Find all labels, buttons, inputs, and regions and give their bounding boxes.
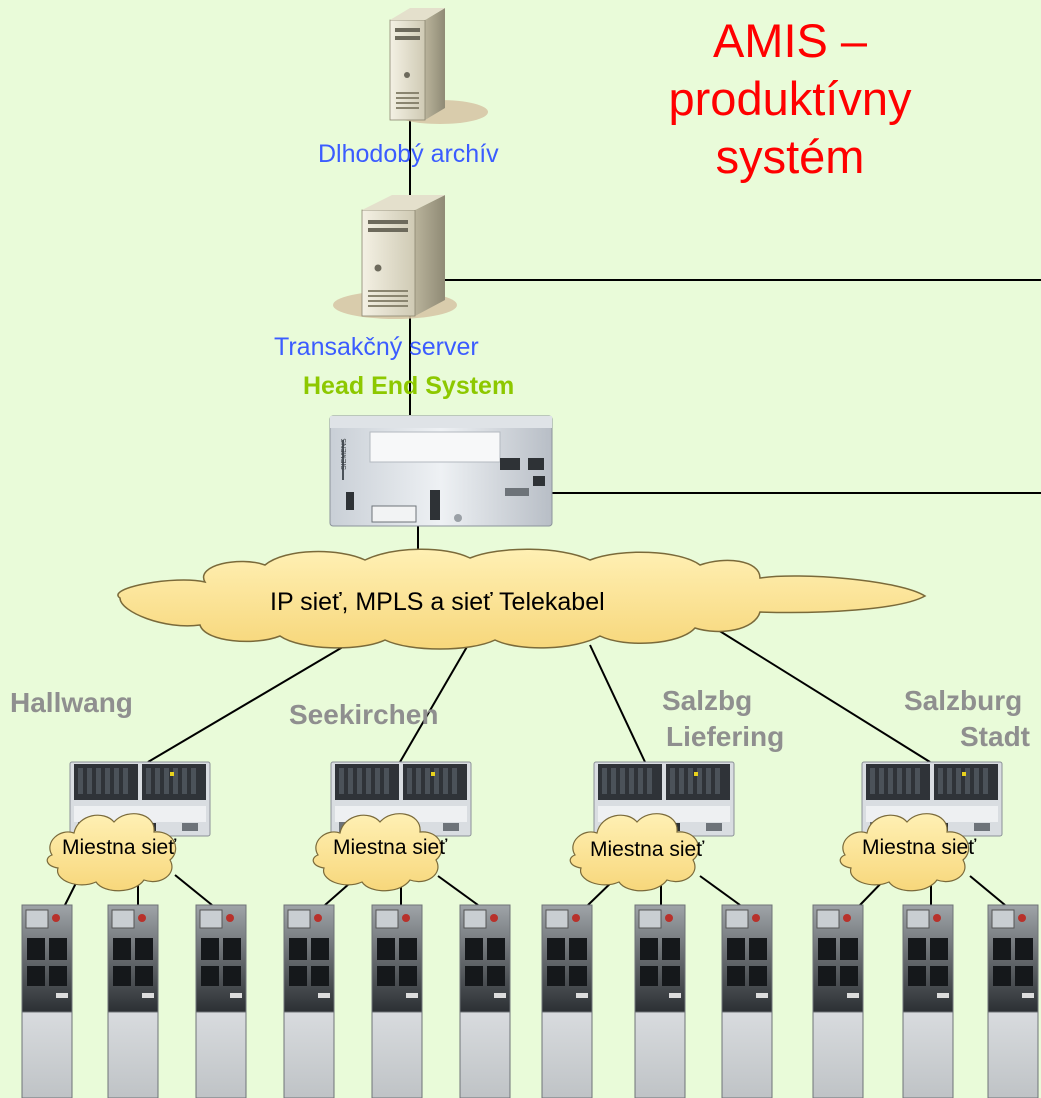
archive-server-icon: [389, 8, 488, 124]
backbone-label: IP sieť, MPLS a sieť Telekabel: [270, 588, 605, 616]
title-line-2: produktívny: [668, 72, 912, 125]
smart-meter-icon: [721, 904, 773, 1098]
smart-meter-icon: [987, 904, 1039, 1098]
title-line-3: systém: [715, 130, 865, 183]
station-label-salzburg: Salzburg: [904, 685, 1023, 716]
smart-meter-icon: [371, 904, 423, 1098]
smart-meter-icon: [195, 904, 247, 1098]
title-line-1: AMIS –: [712, 14, 868, 67]
smart-meter-icon: [21, 904, 73, 1098]
smart-meter-icon: [541, 904, 593, 1098]
page-title: AMIS – produktívny systém: [630, 12, 950, 186]
station-label-salzbg: Salzbg: [662, 685, 753, 716]
backbone-cloud-icon: [117, 548, 927, 650]
head-end-label: Head End System: [303, 372, 515, 400]
local-cloud-icon: [569, 813, 700, 892]
local-cloud-icon: [312, 813, 443, 892]
smart-meter-icon: [107, 904, 159, 1098]
station-label-liefering: Liefering: [666, 721, 785, 752]
smart-meters: [21, 904, 1039, 1098]
station-label-stadt: Stadt: [960, 721, 1030, 752]
smart-meter-icon: [812, 904, 864, 1098]
archive-server-label: Dlhodobý archív: [318, 140, 499, 168]
local-net-label-liefering: Miestna sieť: [590, 838, 705, 861]
local-net-label-seekirchen: Miestna sieť: [333, 836, 448, 859]
local-clouds: [46, 813, 970, 892]
smart-meter-icon: [459, 904, 511, 1098]
smart-meter-icon: [283, 904, 335, 1098]
local-cloud-icon: [839, 813, 970, 892]
transaction-server-label: Transakčný server: [274, 333, 479, 361]
station-label-seekirchen: Seekirchen: [289, 699, 439, 730]
concentrators: [69, 761, 1003, 837]
smart-meter-icon: [902, 904, 954, 1098]
local-cloud-icon: [46, 813, 177, 892]
concentrator-icon: [861, 761, 1003, 837]
local-net-label-hallwang: Miestna sieť: [62, 836, 177, 859]
transaction-server-icon: [333, 195, 457, 319]
head-end-brand: SIEMENS: [341, 438, 348, 470]
smart-meter-icon: [634, 904, 686, 1098]
siemens-rack-icon: [329, 415, 553, 527]
local-net-label-stadt: Miestna sieť: [862, 836, 977, 859]
station-label-hallwang: Hallwang: [10, 687, 133, 718]
